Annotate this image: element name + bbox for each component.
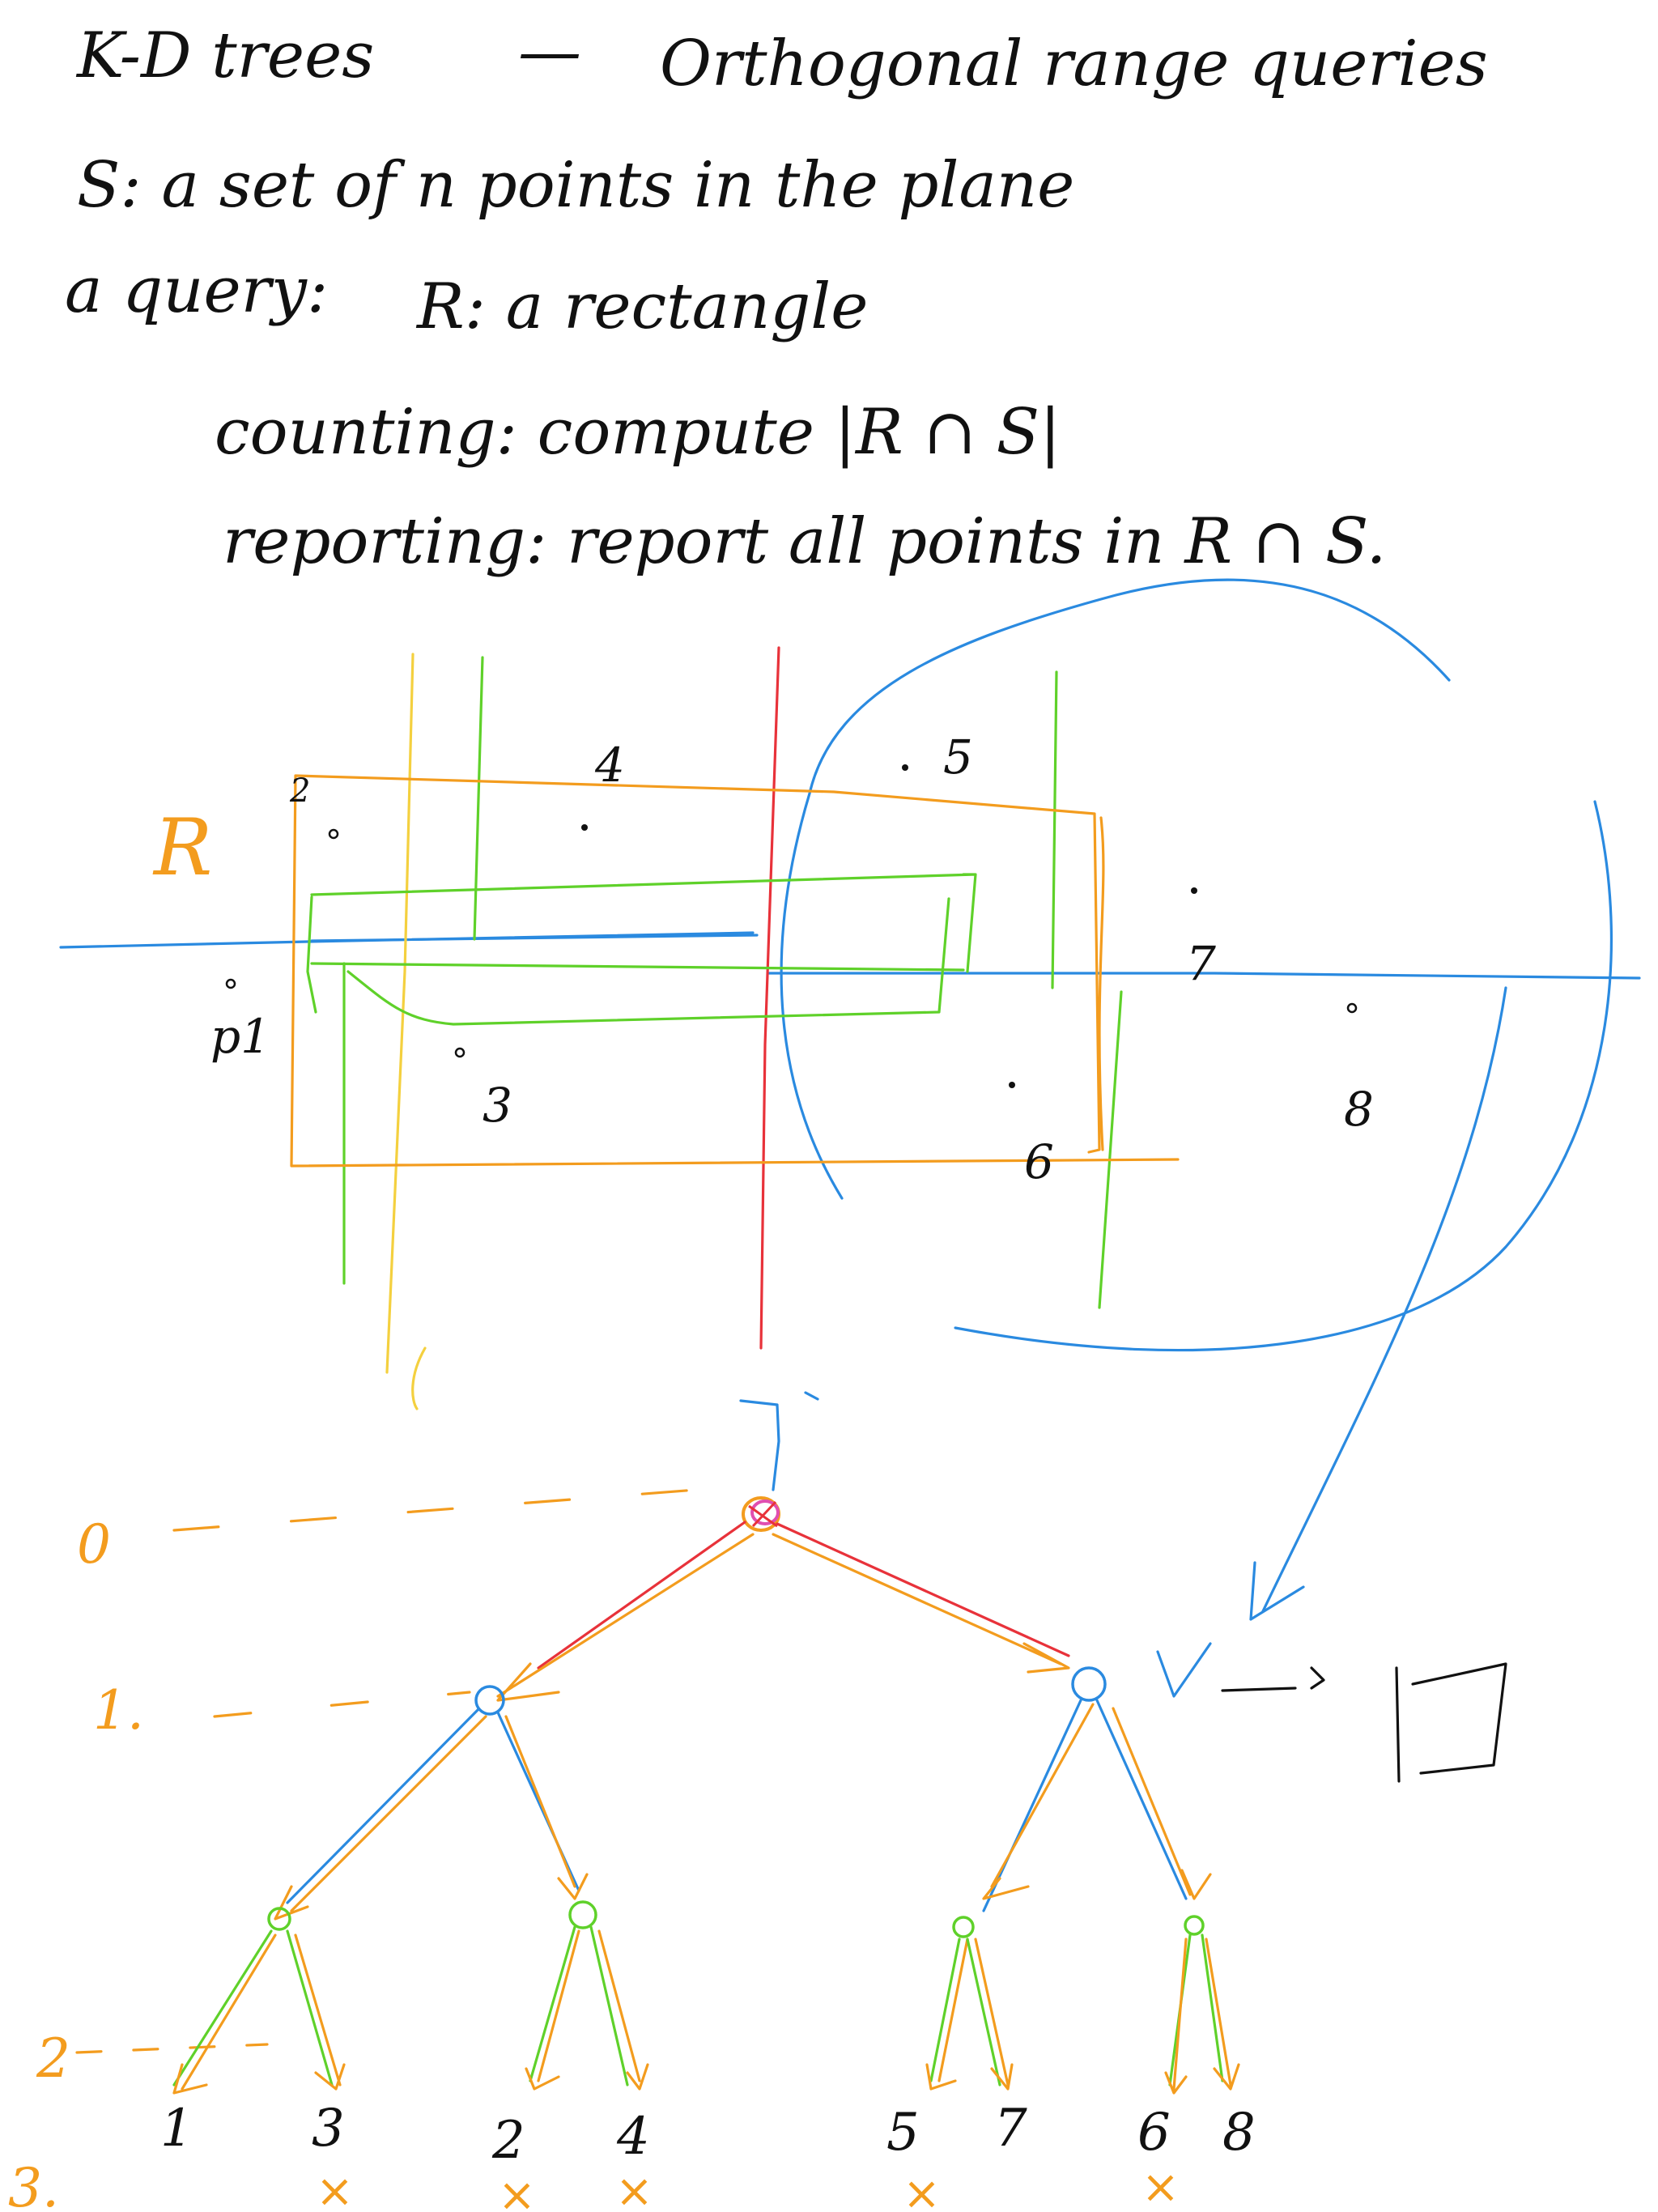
region-label-r: R [152, 802, 212, 893]
green-rect-middle [306, 895, 965, 1014]
leaf-1: 1 [160, 2099, 193, 2159]
level-label-1: 1. [93, 1679, 144, 1742]
point-set-diagram: R p1 2 3 4 5 6 7 8 [59, 578, 1641, 1621]
cross-leaf-5: × [903, 2167, 941, 2212]
cross-leaf-4: × [615, 2165, 653, 2212]
node-level2-d[interactable] [1184, 1915, 1205, 1936]
yellow-split-line [385, 653, 414, 1374]
kd-tree: 0 1. 2 3. V —→ |▱ [8, 1391, 1507, 2212]
edge-l1right-to-2a-or [982, 1703, 1095, 1900]
v-mark [1156, 1642, 1212, 1698]
leaf-2: 2 [491, 2111, 525, 2171]
blue-short-left [310, 934, 759, 942]
root-entry-arrow [739, 1399, 780, 1491]
note-counting: counting: compute |R ∩ S| [215, 396, 1061, 469]
point-7-dot [1191, 887, 1197, 894]
root-node[interactable] [742, 1496, 780, 1532]
node-level2-b[interactable] [568, 1900, 597, 1929]
point-8-dot [1346, 1002, 1358, 1014]
edge-root-right-red [776, 1522, 1070, 1657]
green-curve-lower [346, 897, 950, 1026]
leaf-3: 3 [312, 2099, 345, 2159]
right-annotation-text: V —→ |▱ [1158, 1813, 1161, 1814]
yellow-split-tail [411, 1346, 427, 1410]
edge-l1left-to-2a-or [274, 1715, 487, 1921]
v-arrow [1221, 1666, 1325, 1692]
leaf-row: 1 3 2 4 5 7 6 8 [160, 2099, 1256, 2171]
point-7-label: 7 [1186, 936, 1216, 991]
green-line-mid [473, 656, 484, 941]
title-kd-trees: K-D trees [75, 19, 374, 92]
green-line-far-right [1098, 990, 1123, 1309]
green-line-right [1051, 670, 1058, 989]
leaf-5: 5 [886, 2103, 920, 2163]
box-glyph [1395, 1662, 1507, 1783]
point-8-label: 8 [1344, 1082, 1374, 1137]
leaf-8: 8 [1222, 2103, 1256, 2163]
leaf-edges [172, 1925, 1240, 2095]
note-query-label: a query: [65, 254, 328, 327]
point-6-label: 6 [1024, 1134, 1054, 1189]
blue-arrow-head [1249, 1561, 1305, 1621]
blue-loop-curve [954, 800, 1613, 1352]
point-5-dot [902, 764, 908, 771]
red-split-line [759, 646, 780, 1350]
note-rectangle: R: a rectangle [415, 270, 868, 343]
green-rect-upper [310, 873, 977, 973]
level-2-dashes [75, 2043, 269, 2054]
leaf-7: 7 [994, 2099, 1027, 2159]
edge-l1left-to-2a [286, 1708, 479, 1904]
point-6-dot [1009, 1082, 1015, 1088]
edge-root-left-orange [496, 1533, 755, 1702]
point-4-dot [581, 824, 588, 831]
level-label-2: 2 [36, 2027, 70, 2090]
point-3-dot [454, 1047, 466, 1058]
blue-horizontal-right [767, 972, 1641, 980]
level-label-3: 3. [8, 2157, 59, 2212]
edge-l1right-to-2a [982, 1699, 1082, 1912]
edge-root-left-red [537, 1521, 746, 1670]
cross-leaf-2: × [498, 2169, 536, 2212]
edge-root-right-orange [772, 1533, 1070, 1674]
node-level2-a[interactable] [267, 1907, 291, 1931]
level-label-0: 0 [77, 1513, 111, 1576]
point-3-label: 3 [483, 1078, 512, 1133]
blue-horizontal-left [59, 931, 755, 949]
notes-block: K-D trees — Orthogonal range queries S: … [65, 15, 1488, 578]
point-2-label: 2 [289, 772, 310, 810]
node-level2-c[interactable] [952, 1916, 975, 1938]
cross-leaf-6: × [1141, 2161, 1180, 2212]
point-5-label: 5 [943, 730, 973, 785]
orange-query-rect [290, 774, 1180, 1168]
edge-l1right-to-2b [1095, 1699, 1188, 1900]
blue-region-curve [780, 578, 1451, 1200]
root-entry-tick [804, 1391, 819, 1401]
level-1-dashes [213, 1691, 471, 1718]
point-2-dot [328, 828, 339, 840]
note-set-definition: S: a set of n points in the plane [77, 149, 1074, 222]
point-p1-dot [225, 978, 236, 989]
node-level1-left[interactable] [474, 1685, 505, 1716]
blue-arrow-to-node [1261, 986, 1507, 1613]
leaf-4: 4 [616, 2107, 650, 2167]
title-dash: — [518, 15, 581, 88]
point-4-label: 4 [594, 738, 625, 793]
cross-leaf-3: × [316, 2165, 354, 2212]
cross-marks: × × × × × [316, 2161, 1180, 2212]
note-reporting: reporting: report all points in R ∩ S. [223, 505, 1386, 578]
edge-l1right-to-2b-or [1112, 1707, 1212, 1900]
point-p1-label: p1 [210, 1009, 270, 1064]
level-0-dashes [172, 1488, 698, 1532]
edge-l1left-to-2b-or [504, 1715, 589, 1900]
node-level1-right[interactable] [1071, 1666, 1107, 1702]
leaf-6: 6 [1137, 2103, 1171, 2163]
title-range-queries: Orthogonal range queries [660, 28, 1488, 100]
